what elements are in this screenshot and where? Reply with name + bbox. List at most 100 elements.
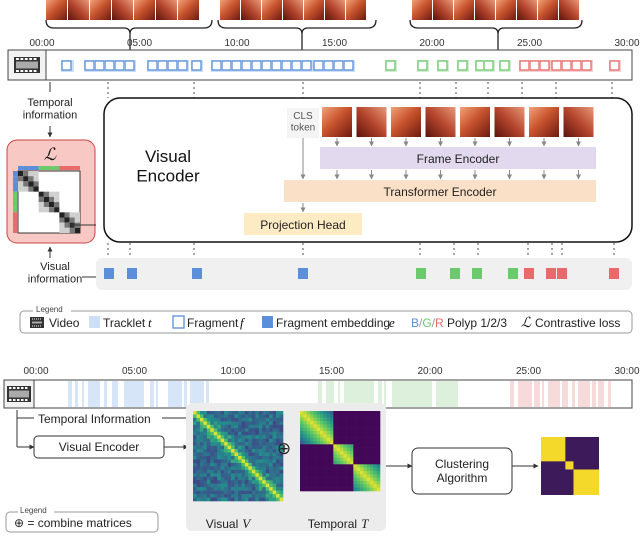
fragment [581, 60, 592, 71]
fragment [539, 60, 550, 71]
cluster-bar [112, 381, 118, 407]
loss-matrix [13, 166, 81, 234]
fragment [177, 60, 188, 71]
cluster-bar [592, 381, 596, 407]
fragment-embedding [508, 268, 518, 279]
brace [45, 19, 213, 35]
fragment-embedding [104, 268, 114, 279]
fragment [343, 60, 354, 71]
film-icon [14, 57, 40, 73]
frame-thumbnail [433, 0, 453, 20]
legend-fragment-embedding: Fragment embedding [276, 316, 390, 330]
legend-bottom-title: Legend [20, 506, 47, 515]
fragment [483, 60, 494, 71]
cluster-bar [318, 381, 322, 407]
cluster-bar [168, 381, 182, 407]
cluster-bar [104, 381, 107, 407]
legend-loss-symbol: ℒ [521, 316, 532, 331]
fragment-embedding [524, 268, 534, 279]
legend-video: Video [49, 316, 80, 330]
fragment [519, 60, 530, 71]
fragment-embeddings [104, 268, 619, 279]
cluster-bar [548, 381, 560, 407]
cluster-bar [75, 381, 78, 407]
frame-thumbnail [538, 0, 558, 20]
cluster-bar [68, 381, 72, 407]
fragment [261, 60, 272, 71]
timeline-tick-label: 15:00 [322, 38, 347, 49]
bottom-pipeline: Temporal Information Visual Encoder ⊕ Vi… [16, 403, 599, 531]
legend-bottom-text: ⊕ = combine matrices [14, 516, 132, 530]
frame-thumbnail [283, 0, 303, 20]
fragment-swatch [172, 315, 185, 329]
encoder-frame [529, 107, 559, 137]
fragment-embedding [127, 268, 137, 279]
cluster-matrix [541, 437, 599, 495]
fragment [561, 60, 572, 71]
encoder-frame [460, 107, 490, 137]
frame-thumbnail [475, 0, 495, 20]
film-icon [30, 317, 44, 328]
fragment [241, 60, 252, 71]
cluster-bar [344, 381, 374, 407]
fragment [271, 60, 282, 71]
temporal-similarity-matrix [300, 411, 381, 492]
frame-thumbnail [241, 0, 261, 20]
cluster-block [565, 461, 574, 470]
fragment [313, 60, 324, 71]
cluster-bar [82, 381, 84, 407]
cluster-bar [384, 381, 386, 407]
fragment [114, 60, 125, 71]
brace [409, 19, 583, 35]
cluster-bar [190, 381, 204, 407]
cluster-bar [338, 381, 340, 407]
frame-thumbnail [454, 0, 474, 20]
thumbnail-braces [45, 19, 583, 62]
cluster-bar [534, 381, 540, 407]
fragment [251, 60, 262, 71]
fragment-embedding [546, 268, 556, 279]
cluster-bar [510, 381, 514, 407]
cluster-bar [88, 381, 100, 407]
fragment [61, 60, 72, 71]
timeline-tick-label: 10:00 [224, 38, 249, 49]
cluster-bar [156, 381, 158, 407]
frame-thumbnail [134, 0, 155, 20]
encoder-frame [563, 107, 594, 137]
frame-thumbnail [412, 0, 432, 20]
fragment [281, 60, 292, 71]
legend-tracklet: Tracklet [103, 316, 146, 330]
fragment [417, 60, 428, 71]
cluster-bar [518, 381, 532, 407]
fragment [84, 60, 95, 71]
cluster-bar [206, 381, 209, 407]
cluster-bar [436, 381, 458, 407]
timeline-tick-label: 30:00 [614, 366, 639, 377]
frame-encoder-block [320, 147, 596, 169]
fragment [124, 60, 135, 71]
fragment-embedding [450, 268, 460, 279]
frame-thumbnail [178, 0, 199, 20]
cluster-bar [184, 381, 187, 407]
timeline-tick-label: 05:00 [127, 38, 152, 49]
tracklets-top [61, 60, 621, 72]
encoder-arrows [300, 138, 581, 213]
fragment [333, 60, 344, 71]
cluster-bar [378, 381, 382, 407]
cluster-bar [598, 381, 604, 407]
cluster-bar [326, 381, 334, 407]
timeline-tick-label: 25:00 [516, 366, 541, 377]
fragment [437, 60, 448, 71]
fragment [157, 60, 168, 71]
cluster-bars [68, 381, 611, 407]
legend-bottom: Legend ⊕ = combine matrices [5, 506, 159, 533]
combine-symbol: ⊕ [277, 439, 291, 458]
fragment [291, 60, 302, 71]
